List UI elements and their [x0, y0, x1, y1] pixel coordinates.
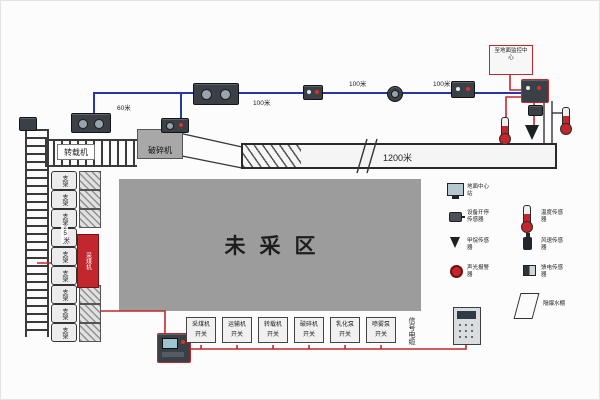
switch-name: 采煤机 [191, 322, 210, 328]
cable-trough-segment [79, 190, 101, 209]
wind-sensor-icon [523, 233, 532, 250]
crusher-box: 破碎机 [137, 129, 183, 159]
cable-trough-segment [79, 304, 101, 323]
explosion-barrier-icon [513, 293, 540, 319]
substation-keypad [453, 307, 481, 345]
belt-roadway: 1200米 [241, 143, 557, 169]
shearer-box: 采煤机 [77, 234, 99, 288]
support-unit: 支架 [51, 323, 77, 342]
distance-60m-label: 60米 [117, 105, 131, 112]
surface-center-link-label: 至地面监控中心 [494, 48, 528, 62]
legend-label-wind-sensor: 风速传感器 [541, 238, 564, 252]
crusher-label: 破碎机 [148, 146, 172, 155]
magnetic-starter-device [193, 83, 239, 105]
switch-box-emulsion-pump: 乳化泵 开关 [330, 317, 360, 343]
transfer-machine-label-box: 转载机 [57, 144, 95, 160]
temp-sensor-cable [505, 96, 521, 119]
temperature-sensor-icon [499, 117, 511, 145]
support-unit: 支架 [51, 266, 77, 285]
run-stop-sensor-icon [449, 212, 465, 222]
legend-label-surface-center: 地面中心站 [467, 184, 490, 198]
surface-link-cable [509, 75, 521, 91]
distance-100m-label-2: 100米 [349, 81, 367, 88]
cable-trough-segment [79, 209, 101, 228]
switch-name: 喷雾泵 [371, 322, 390, 328]
rail-junction-box [528, 105, 543, 116]
support-unit: 支架 [51, 171, 77, 190]
feed-sensor-icon [523, 265, 536, 276]
legend-label-temperature-sensor: 温度传感器 [541, 210, 564, 224]
switch-name: 转载机 [263, 322, 282, 328]
support-unit: 支架 [51, 304, 77, 323]
corner-substation-device [521, 79, 549, 103]
legend-label-run-stop-sensor: 设备开停传感器 [467, 210, 490, 224]
switch-type: 开关 [266, 331, 279, 338]
shearer-label: 采煤机 [84, 252, 91, 270]
switch-bus-cable [189, 343, 467, 350]
cable-trough-segment [79, 323, 101, 342]
switch-type: 开关 [338, 331, 351, 338]
switch-type: 开关 [230, 331, 243, 338]
support-unit: 支架 [51, 190, 77, 209]
legend-label-methane-sensor: 甲烷传感器 [467, 238, 490, 252]
distance-25m-label: 25米 [61, 225, 69, 243]
crusher-drive-device [161, 118, 189, 133]
surface-center-link-box: 至地面监控中心 [489, 45, 533, 75]
belt-hatch [243, 145, 301, 167]
switch-box-crusher: 破碎机 开关 [294, 317, 324, 343]
legend-label-alarm: 声光报警器 [467, 265, 490, 279]
switch-box-conveyor: 运输机 开关 [222, 317, 252, 343]
switch-box-shearer: 采煤机 开关 [186, 317, 216, 343]
crossheading-line-1 [178, 132, 243, 148]
temperature-sensor-right-icon [560, 107, 572, 135]
corner-drive-device [19, 117, 37, 131]
switch-name: 乳化泵 [335, 322, 354, 328]
monitor-icon [447, 183, 464, 199]
switch-box-transfer: 转载机 开关 [258, 317, 288, 343]
unmined-area-label: 未采区 [224, 235, 330, 258]
methane-sensor-legend-icon [450, 237, 460, 248]
signal-cable-label: 信号电缆 [408, 317, 415, 345]
switch-name: 运输机 [227, 322, 246, 328]
switch-name: 破碎机 [299, 322, 318, 328]
cable-trough-segment [79, 171, 101, 190]
distance-100m-label-1: 100米 [253, 100, 271, 108]
switch-type: 开关 [302, 331, 315, 338]
transfer-drive-device [71, 113, 111, 133]
cable-device-2 [451, 81, 475, 98]
unmined-area: 未采区 [119, 179, 421, 311]
belt-length-label: 1200米 [383, 153, 413, 163]
switch-box-spray-pump: 喷雾泵 开关 [366, 317, 396, 343]
alarm-icon [450, 265, 463, 278]
thermometer-icon [521, 205, 533, 233]
switch-type: 开关 [194, 331, 207, 338]
cable-coupler-device [387, 86, 403, 102]
support-unit: 支架 [51, 285, 77, 304]
cable-device-1 [303, 85, 323, 100]
methane-sensor-icon [525, 125, 539, 140]
switch-type: 开关 [374, 331, 387, 338]
legend-label-feed-sensor: 馈电传感器 [541, 265, 564, 279]
distance-100m-label-3: 100米 [433, 81, 451, 88]
transfer-machine-label: 转载机 [64, 147, 88, 157]
legend-label-explosion-barrier: 隔爆水棚 [543, 301, 566, 307]
monitoring-substation [157, 333, 191, 363]
support-unit: 支架 [51, 247, 77, 266]
